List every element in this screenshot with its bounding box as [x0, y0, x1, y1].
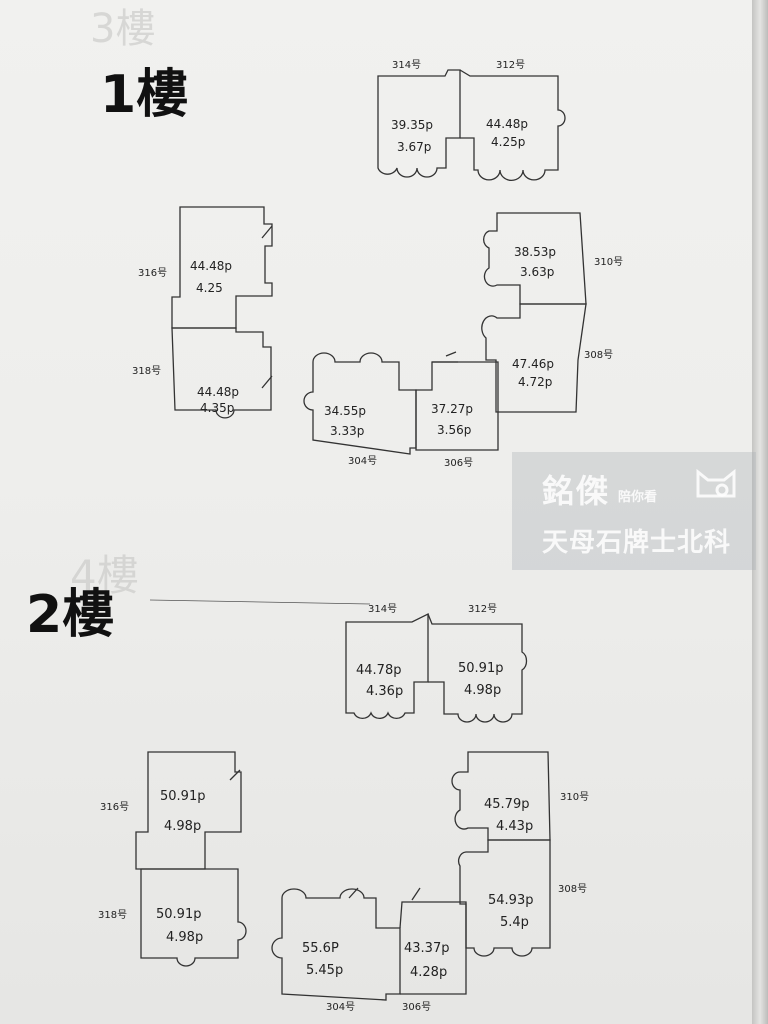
unit-area: 38.53p: [514, 245, 556, 259]
unit-area: 44.48p: [486, 117, 528, 131]
unit-number: 314号: [392, 59, 421, 71]
floor-2-label: 2樓: [26, 585, 114, 645]
watermark-area: 天母石牌士北科: [542, 528, 732, 558]
unit-number: 308号: [584, 349, 613, 361]
unit-number: 312号: [496, 59, 525, 71]
unit-sub-area: 4.98p: [164, 819, 201, 834]
unit-area: 37.27p: [431, 402, 473, 416]
watermark-tagline: 陪你看: [618, 490, 658, 505]
unit-sub-area: 4.25: [196, 281, 223, 295]
unit-sub-area: 3.33p: [330, 424, 364, 438]
watermark: 銘傑 陪你看 天母石牌士北科: [512, 452, 756, 570]
unit-sub-area: 4.43p: [496, 819, 533, 834]
unit-sub-area: 4.35p: [200, 401, 234, 415]
divider-line: [149, 599, 371, 605]
unit-area: 43.37p: [404, 941, 449, 956]
unit-number: 316号: [100, 801, 129, 813]
unit-number: 312号: [468, 603, 497, 615]
unit-area: 45.79p: [484, 797, 529, 812]
unit-sub-area: 4.98p: [464, 683, 501, 698]
unit-sub-area: 3.63p: [520, 265, 554, 279]
unit-area: 44.48p: [197, 385, 239, 399]
floor-1-label: 1樓: [100, 65, 188, 125]
unit-number: 304号: [348, 455, 377, 467]
unit-area: 39.35p: [391, 118, 433, 132]
unit-sub-area: 3.56p: [437, 423, 471, 437]
unit-number: 310号: [560, 791, 589, 803]
unit-number: 310号: [594, 256, 623, 268]
unit-sub-area: 4.28p: [410, 965, 447, 980]
unit-sub-area: 4.98p: [166, 930, 203, 945]
unit-area: 55.6P: [302, 941, 339, 956]
unit-number: 314号: [368, 603, 397, 615]
cat-logo-icon: [696, 468, 736, 498]
unit-number: 318号: [132, 365, 161, 377]
unit-sub-area: 5.45p: [306, 963, 343, 978]
unit-sub-area: 4.72p: [518, 375, 552, 389]
ghost-text: 4樓: [70, 551, 139, 600]
unit-area: 50.91p: [156, 907, 201, 922]
unit-area: 50.91p: [160, 789, 205, 804]
unit-sub-area: 4.25p: [491, 135, 525, 149]
unit-sub-area: 5.4p: [500, 915, 529, 930]
watermark-brand: 銘傑: [542, 472, 611, 510]
unit-number: 316号: [138, 267, 167, 279]
unit-area: 54.93p: [488, 893, 533, 908]
paper-edge: [752, 0, 768, 1024]
unit-area: 47.46p: [512, 357, 554, 371]
unit-area: 44.78p: [356, 663, 401, 678]
unit-area: 34.55p: [324, 404, 366, 418]
unit-number: 306号: [402, 1001, 431, 1013]
unit-number: 306号: [444, 457, 473, 469]
unit-area: 44.48p: [190, 259, 232, 273]
unit-number: 318号: [98, 909, 127, 921]
unit-number: 308号: [558, 883, 587, 895]
unit-sub-area: 3.67p: [397, 140, 431, 154]
unit-number: 304号: [326, 1001, 355, 1013]
ghost-text: 3樓: [90, 6, 155, 52]
unit-sub-area: 4.36p: [366, 684, 403, 699]
unit-area: 50.91p: [458, 661, 503, 676]
paper-sheet: [0, 0, 752, 1024]
